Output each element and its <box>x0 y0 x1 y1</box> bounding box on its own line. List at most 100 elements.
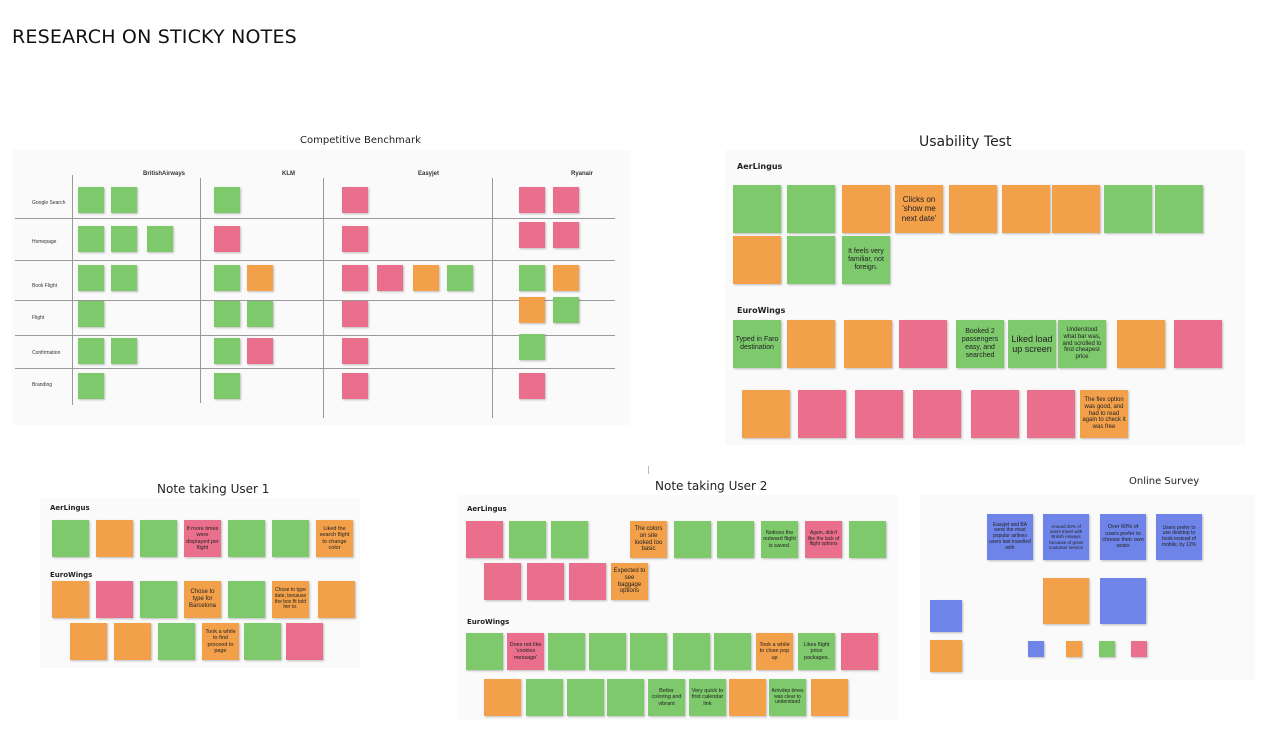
usability-title: Usability Test <box>919 134 1012 150</box>
user2-group-eurowings: EuroWings <box>467 618 510 626</box>
sticky-note <box>111 226 137 252</box>
sticky-note <box>526 679 563 716</box>
sticky-note <box>111 187 137 213</box>
sticky-note <box>811 679 848 716</box>
sticky-note <box>111 338 137 364</box>
sticky-note <box>733 185 781 233</box>
sticky-note <box>844 320 892 368</box>
legend-swatch-green <box>1099 641 1115 657</box>
sticky-note <box>930 640 962 672</box>
benchmark-title: Competitive Benchmark <box>300 135 421 146</box>
usability-group-aerlingus: AerLingus <box>737 162 783 171</box>
sticky-note: Likes flight price packages. <box>798 633 835 670</box>
sticky-note <box>247 265 273 291</box>
sticky-note <box>52 581 89 618</box>
note-text: Expected to see baggage options <box>613 567 646 595</box>
benchmark-column-label: KLM <box>282 171 295 177</box>
sticky-note <box>607 679 644 716</box>
sticky-note <box>342 373 368 399</box>
note-text: Users prefer to use desktop to book inst… <box>1161 524 1197 548</box>
sticky-note: If more times were displayed per flight <box>184 520 221 557</box>
sticky-note <box>1002 185 1050 233</box>
sticky-note: Arrivdep times was clear to understand <box>769 679 806 716</box>
sticky-note <box>111 265 137 291</box>
benchmark-row-label: Flight <box>32 315 45 321</box>
sticky-note <box>742 390 790 438</box>
sticky-note <box>841 633 878 670</box>
sticky-note: Chose to type for Barcelona <box>184 581 221 618</box>
sticky-note <box>342 301 368 327</box>
sticky-note: Very quick to find calendar link <box>689 679 726 716</box>
grid-line <box>15 300 615 301</box>
note-text: Notices the outward flight is saved. <box>763 530 796 549</box>
sticky-note <box>228 520 265 557</box>
sticky-note <box>1027 390 1075 438</box>
sticky-note: Clicks on 'show me next date' <box>895 185 943 233</box>
note-text: Arrivdep times was clear to understand <box>771 687 804 706</box>
note-text: It feels very familiar, not foreign. <box>848 247 884 272</box>
sticky-note <box>930 600 962 632</box>
sticky-note <box>78 187 104 213</box>
sticky-note <box>899 320 947 368</box>
sticky-note: Liked the search flight to change color <box>316 520 353 557</box>
sticky-note <box>484 563 521 600</box>
sticky-note <box>147 226 173 252</box>
sticky-note: Expected to see baggage options <box>611 563 648 600</box>
sticky-note <box>78 226 104 252</box>
sticky-note <box>971 390 1019 438</box>
sticky-note: Liked load up screen <box>1008 320 1056 368</box>
sticky-note <box>342 338 368 364</box>
note-text: Does not like 'cookies message' <box>509 642 542 661</box>
sticky-note <box>214 338 240 364</box>
benchmark-column-label: Ryanair <box>571 171 594 177</box>
sticky-note <box>519 222 545 248</box>
sticky-note <box>78 301 104 327</box>
sticky-note <box>1155 185 1203 233</box>
sticky-note <box>714 633 751 670</box>
sticky-note <box>214 187 240 213</box>
note-text: Understood what bar was, and scrolled to… <box>1062 326 1102 361</box>
sticky-note <box>96 581 133 618</box>
sticky-note <box>342 187 368 213</box>
grid-line <box>15 260 615 261</box>
sticky-note <box>842 185 890 233</box>
sticky-note <box>551 521 588 558</box>
benchmark-column-label: BritishAirways <box>143 171 186 177</box>
note-text: Took a while to close pop up <box>759 642 790 661</box>
note-text: Again, didn't like the lack of flight op… <box>807 529 840 548</box>
sticky-note <box>247 301 273 327</box>
sticky-note: Over 60% of users prefer to choose their… <box>1100 514 1146 560</box>
sticky-note <box>949 185 997 233</box>
sticky-note <box>286 623 323 660</box>
note-text: Easyjet and BA were the most popular air… <box>989 521 1031 551</box>
note-text: Over 60% of users prefer to choose their… <box>1102 524 1144 550</box>
sticky-note <box>342 265 368 291</box>
user1-title: Note taking User 1 <box>157 482 270 496</box>
note-text: Around 30% of users travel with British … <box>1048 524 1083 550</box>
sticky-note <box>1043 578 1089 624</box>
sticky-note: Understood what bar was, and scrolled to… <box>1058 320 1106 368</box>
sticky-note <box>673 633 710 670</box>
sticky-note <box>567 679 604 716</box>
sticky-note: Notices the outward flight is saved. <box>761 521 798 558</box>
sticky-note <box>342 226 368 252</box>
legend-swatch-pink <box>1131 641 1147 657</box>
benchmark-row-label: Google Search <box>32 200 66 206</box>
note-text: Took a while to find proceed to page <box>205 628 236 654</box>
sticky-note <box>733 236 781 284</box>
sticky-note <box>589 633 626 670</box>
sticky-note <box>519 334 545 360</box>
benchmark-row-label: Book Flight <box>32 283 58 289</box>
sticky-note <box>674 521 711 558</box>
sticky-note <box>787 320 835 368</box>
benchmark-row-label: Branding <box>32 382 53 388</box>
sticky-note <box>569 563 606 600</box>
sticky-note <box>447 265 473 291</box>
sticky-note <box>787 185 835 233</box>
legend-swatch-blue <box>1028 641 1044 657</box>
sticky-note <box>519 373 545 399</box>
note-text: Booked 2 passengers easy, and searched <box>961 327 999 360</box>
sticky-note <box>70 623 107 660</box>
sticky-note <box>158 623 195 660</box>
sticky-note <box>519 187 545 213</box>
